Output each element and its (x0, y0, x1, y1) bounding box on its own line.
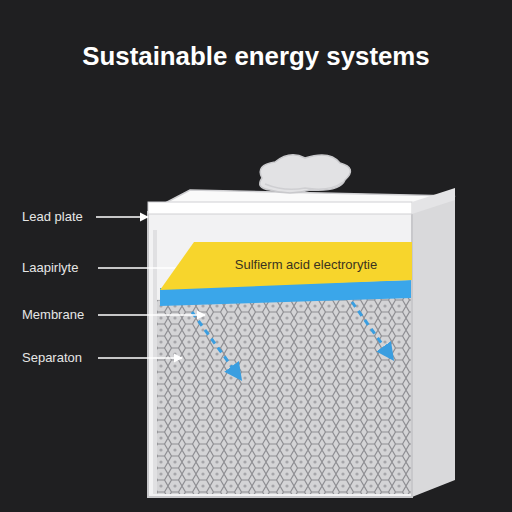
part-label: Membrane (22, 307, 84, 322)
part-label: Lead plate (22, 209, 83, 224)
diagram-title: Sustainable energy systems (0, 42, 512, 71)
part-label: Separaton (22, 350, 82, 365)
band-text: Sulfierm acid electrorytie (235, 257, 377, 272)
electrolyte-band: Sulfierm acid electrorytie (160, 240, 412, 290)
part-label: Laapirlyte (22, 260, 78, 275)
